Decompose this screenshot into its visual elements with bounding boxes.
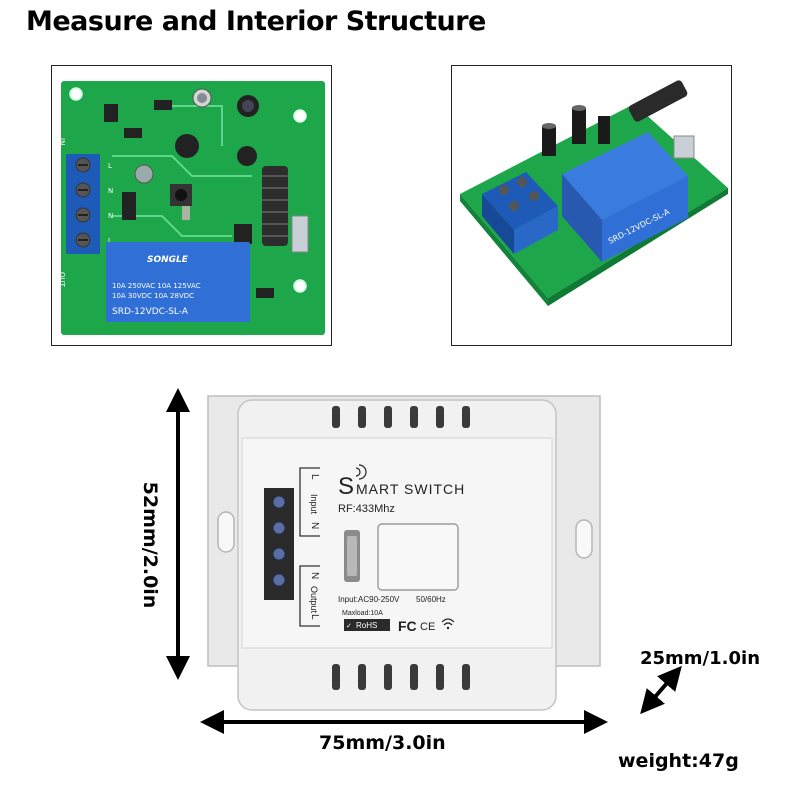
relay-brand: SONGLE [147, 255, 189, 265]
relay [106, 242, 250, 322]
ce-mark: CE [420, 621, 435, 633]
terminal-output-l: L [309, 614, 320, 620]
maxload-spec: Maxload:10A [342, 610, 383, 617]
terminal-block [66, 154, 100, 254]
page-title: Measure and Interior Structure [26, 6, 486, 37]
frequency-spec: 50/60Hz [416, 595, 446, 604]
relay-line-1: 10A 250VAC 10A 125VAC [112, 282, 201, 290]
rf-frequency: RF:433Mhz [338, 503, 395, 515]
relay-perspective [602, 176, 688, 262]
mount-slot-right [575, 519, 593, 559]
device-illustration: L Input N N Output L S MART SWITCH RF:43… [207, 395, 601, 711]
mount-slot-left [217, 511, 235, 553]
smart-switch-device: L Input N N Output L S MART SWITCH RF:43… [160, 390, 630, 720]
pcb-label-out: OUT [58, 272, 66, 288]
pcb-label-4: L [108, 237, 112, 245]
pcb-top-photo: L N N L IN OUT SONGLE 10A 250VAC 10A 125… [51, 65, 332, 346]
antenna-coil [262, 166, 288, 246]
pcb-label-in: IN [58, 138, 66, 145]
depth-label: 25mm/1.0in [640, 648, 761, 669]
terminal-input-n: N [309, 522, 320, 529]
pcb-label-1: L [108, 162, 112, 170]
pcb-perspective-photo: SRD-12VDC-SL-A [451, 65, 732, 346]
weight-label: weight:47g [618, 750, 739, 772]
relay-line-2: 10A 30VDC 10A 28VDC [112, 292, 194, 300]
terminal-output-n: N [309, 572, 320, 579]
fc-mark: FC [398, 618, 417, 634]
rohs-badge [344, 619, 390, 631]
logo-letter: S [338, 473, 354, 500]
device-name: MART SWITCH [356, 481, 465, 497]
signal-icon [355, 464, 367, 480]
rohs-label: RoHS [356, 621, 377, 630]
output-label: Output [309, 586, 319, 614]
pcb-label-3: N [108, 212, 113, 220]
vents-bottom [332, 664, 470, 690]
input-label: Input [309, 494, 319, 515]
vents-top [332, 406, 470, 428]
relay-model: SRD-12VDC-SL-A [112, 307, 189, 317]
rohs-check-icon: ✓ [346, 623, 352, 630]
pcb-perspective-illustration: SRD-12VDC-SL-A [452, 66, 731, 345]
height-label: 52mm/2.0in [139, 481, 161, 609]
width-label: 75mm/3.0in [319, 732, 446, 754]
terminal-input-l: L [309, 474, 320, 480]
pair-button[interactable] [377, 523, 459, 591]
pcb-label-2: N [108, 187, 113, 195]
depth-arrow [640, 665, 682, 715]
pcb-top-illustration: L N N L IN OUT SONGLE 10A 250VAC 10A 125… [52, 66, 331, 345]
input-spec: Input:AC90-250V [338, 595, 400, 604]
wifi-icon [441, 618, 455, 626]
